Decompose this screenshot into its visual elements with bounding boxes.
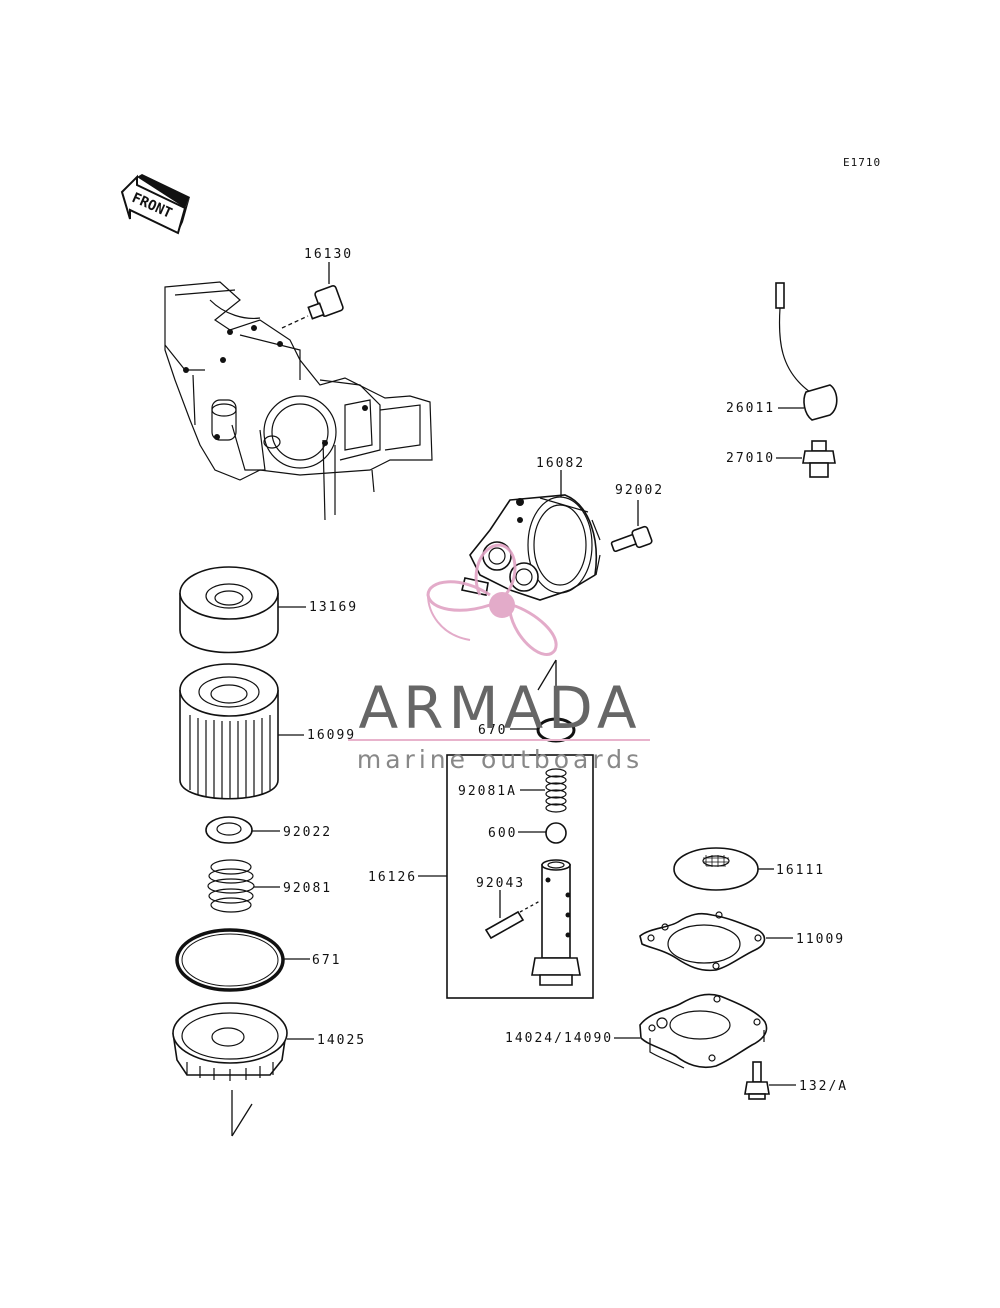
part-13169-magnet [179, 566, 306, 654]
label-92002: 92002 [615, 483, 664, 498]
part-16082-oil-pump [461, 470, 601, 601]
label-92022: 92022 [283, 825, 332, 840]
label-671: 671 [312, 953, 341, 968]
label-16126: 16126 [368, 870, 417, 885]
part-26011-sensor [775, 282, 838, 421]
watermark-brand: ARMADA [358, 674, 641, 742]
label-14024-14090: 14024/14090 [505, 1031, 613, 1046]
part-132A-bolt [744, 1061, 796, 1100]
label-14025: 14025 [317, 1033, 366, 1048]
label-92081A: 92081A [458, 784, 517, 799]
part-16099-oil-filter [179, 663, 304, 800]
part-16111-screen [673, 847, 774, 891]
part-14024-pump-cover [614, 993, 768, 1069]
armada-logo-icon [426, 543, 558, 656]
label-92043: 92043 [476, 876, 525, 891]
part-92081A-spring [520, 768, 567, 813]
label-92081: 92081 [283, 881, 332, 896]
watermark-tagline: marine outboards [357, 745, 643, 774]
diagram-code: E1710 [843, 156, 881, 169]
part-14025-cover [172, 1002, 314, 1137]
label-132A: 132/A [799, 1079, 848, 1094]
part-671-o-ring [175, 928, 310, 992]
part-16130-fitting [281, 262, 344, 329]
front-arrow-icon: FRONT [120, 174, 190, 235]
label-26011: 26011 [726, 401, 775, 416]
label-27010: 27010 [726, 451, 775, 466]
label-13169: 13169 [309, 600, 358, 615]
part-16126-relief-valve-group [418, 754, 594, 999]
crankcase-drawing [164, 281, 433, 521]
part-92022-washer [205, 816, 280, 844]
label-16130: 16130 [304, 247, 353, 262]
label-16111: 16111 [776, 863, 825, 878]
relief-valve-body [531, 859, 581, 986]
label-16082: 16082 [536, 456, 585, 471]
part-92081-spring [207, 859, 280, 913]
label-600: 600 [488, 826, 517, 841]
part-600-ball [518, 822, 567, 844]
label-670: 670 [478, 723, 507, 738]
label-16099: 16099 [307, 728, 356, 743]
part-92002-bolt [610, 500, 653, 553]
label-11009: 11009 [796, 932, 845, 947]
part-27010-switch [776, 440, 836, 478]
part-11009-gasket [639, 911, 793, 972]
part-92043-pin [484, 890, 541, 940]
